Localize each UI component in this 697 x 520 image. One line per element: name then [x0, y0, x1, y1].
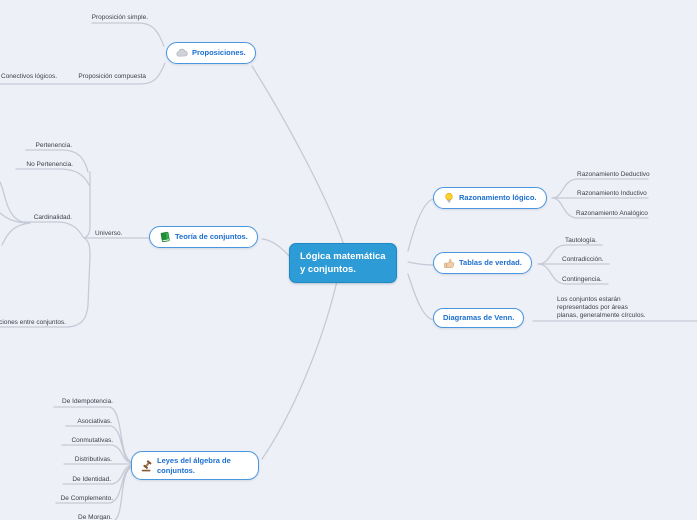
subtopic-razonamiento-inductivo[interactable]: Razonamiento Inductivo: [577, 190, 647, 197]
gavel-icon: [141, 459, 153, 472]
topic-label: Proposiciones.: [192, 48, 246, 58]
central-topic-line1: Lógica matemática: [300, 251, 386, 262]
connector-line: [261, 238, 290, 257]
subtopic-pertenencia[interactable]: Pertenencia.: [35, 142, 73, 149]
venn-note-line: representados por áreas: [557, 304, 628, 311]
topic-label-line1: Leyes del álgebra de: [157, 456, 231, 465]
subtopic-proposicion-simple[interactable]: Proposición simple.: [91, 14, 148, 21]
book-icon: [159, 231, 171, 243]
topic-proposiciones[interactable]: Proposiciones.: [166, 42, 256, 64]
connector-line: [1, 222, 31, 246]
connector-line: [537, 263, 609, 285]
connector-line: [551, 178, 649, 199]
central-topic-line2: y conjuntos.: [300, 264, 356, 275]
topic-label: Teoría de conjuntos.: [175, 232, 248, 242]
connector-line: [23, 221, 84, 238]
subtopic-razonamiento-analogico[interactable]: Razonamiento Analógico: [576, 210, 648, 217]
subtopic-operaciones-entre-conjuntos[interactable]: Operaciones entre conjuntos.: [0, 319, 66, 326]
subtopic-no-pertenencia[interactable]: No Pertenencia.: [26, 161, 73, 168]
cloud-icon: [176, 47, 188, 59]
topic-label-line2: conjuntos.: [157, 465, 195, 475]
connector-line: [55, 465, 133, 504]
connector-line: [407, 273, 435, 321]
subtopic-asociativas[interactable]: Asociativas.: [77, 418, 112, 425]
connector-line: [551, 197, 649, 219]
subtopic-identidad[interactable]: De Identidad.: [72, 476, 111, 483]
venn-note-line: Los conjuntos estarán: [557, 296, 621, 303]
connector-line: [15, 168, 90, 186]
topic-label: Diagramas de Venn.: [443, 313, 515, 322]
connector-line: [113, 466, 133, 520]
connector-line: [537, 244, 603, 265]
subtopic-tautologia[interactable]: Tautología.: [565, 237, 597, 244]
connector-line: [65, 425, 133, 464]
subtopic-morgan[interactable]: De Morgan.: [78, 514, 112, 520]
connector-line: [62, 464, 133, 485]
lightbulb-icon: [443, 192, 455, 204]
subtopic-proposicion-compuesta[interactable]: Proposición compuesta: [78, 73, 146, 80]
topic-tablas-de-verdad[interactable]: Tablas de verdad.: [433, 252, 532, 274]
subtopic-conmutativas[interactable]: Conmutativas.: [71, 437, 113, 444]
connector-line: [61, 444, 133, 464]
subtopic-contradiccion[interactable]: Contradicción.: [562, 256, 604, 263]
subtopic-universo[interactable]: Universo.: [95, 230, 123, 237]
subtopic-razonamiento-deductivo[interactable]: Razonamiento Deductivo: [577, 171, 650, 178]
subtopic-complemento[interactable]: De Complemento.: [60, 495, 113, 502]
topic-diagramas-de-venn[interactable]: Diagramas de Venn.: [433, 308, 525, 328]
connector-line: [91, 22, 165, 47]
topic-leyes-del-algebra[interactable]: Leyes del álgebra de conjuntos.: [131, 451, 259, 480]
subtopic-cardinalidad[interactable]: Cardinalidad.: [33, 214, 72, 221]
topic-razonamiento-logico[interactable]: Razonamiento lógico.: [433, 187, 547, 209]
connector-line: [25, 149, 89, 173]
venn-note[interactable]: Los conjuntos estarán representados por …: [557, 296, 646, 320]
connector-line: [83, 171, 91, 239]
subtopic-conectivos-logicos[interactable]: Conectivos lógicos.: [1, 73, 57, 80]
connector-line: [261, 280, 338, 460]
connector-line: [53, 406, 133, 463]
connector-line: [0, 237, 91, 328]
connector-line: [0, 212, 31, 224]
connector-line: [407, 261, 435, 266]
connector-line: [407, 198, 435, 252]
connector-line: [251, 65, 345, 246]
connector-line: [0, 62, 166, 85]
topic-label: Tablas de verdad.: [459, 258, 522, 268]
topic-teoria-de-conjuntos[interactable]: Teoría de conjuntos.: [149, 226, 258, 248]
subtopic-contingencia[interactable]: Contingencia.: [562, 276, 602, 283]
subtopic-idempotencia[interactable]: De Idempotencia.: [62, 398, 113, 405]
central-topic-logica-matematica[interactable]: Lógica matemática y conjuntos.: [289, 243, 397, 283]
topic-label: Razonamiento lógico.: [459, 193, 537, 203]
subtopic-distributivas[interactable]: Distributivas.: [74, 456, 112, 463]
venn-note-line: planas, generalmente círculos.: [557, 312, 646, 319]
thumbs-up-icon: [443, 257, 455, 269]
